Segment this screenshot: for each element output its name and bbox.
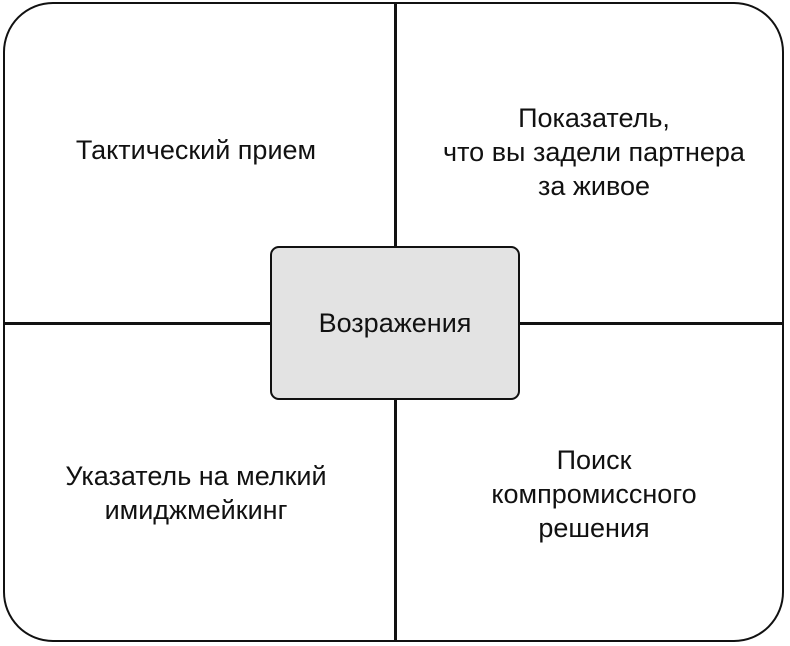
quadrant-bottom-right: Поиск компромиссного решения bbox=[491, 443, 696, 545]
quadrant-text-line: Указатель на мелкий bbox=[65, 461, 327, 491]
quadrant-text-line: Показатель, bbox=[518, 103, 670, 133]
center-node: Возражения bbox=[270, 246, 520, 400]
quadrant-text-line: решения bbox=[538, 513, 650, 543]
quadrant-bottom-left: Указатель на мелкий имиджмейкинг bbox=[65, 459, 326, 527]
center-node-label: Возражения bbox=[318, 307, 472, 338]
quadrant-text-line: Поиск bbox=[556, 445, 632, 475]
quadrant-text-line: за живое bbox=[537, 171, 651, 201]
quadrant-text-line: имиджмейкинг bbox=[104, 495, 288, 525]
quadrant-text-line: Тактический прием bbox=[75, 135, 317, 165]
quadrant-top-right: Показатель, что вы задели партнера за жи… bbox=[443, 101, 745, 203]
quadrant-text-line: что вы задели партнера bbox=[443, 137, 745, 167]
quadrant-top-left: Тактический прием bbox=[76, 133, 316, 167]
quadrant-text-line: компромиссного bbox=[491, 479, 697, 509]
